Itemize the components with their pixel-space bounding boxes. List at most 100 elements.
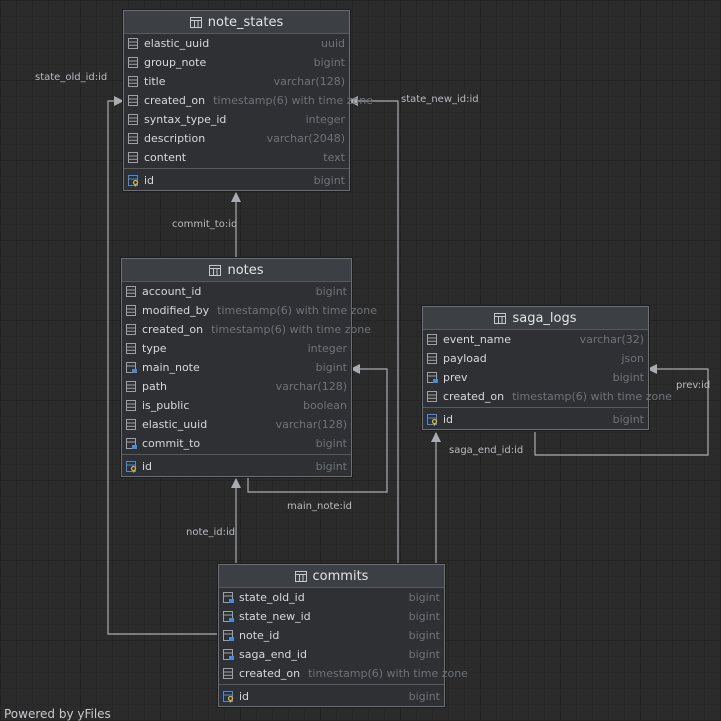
edge-state-old <box>107 96 218 635</box>
column-type: bigint <box>313 174 345 187</box>
column-type: timestamp(6) with time zone <box>213 94 373 107</box>
key-divider <box>423 407 648 408</box>
edge-label-note-id: note_id:id <box>186 527 236 538</box>
edge-prev <box>534 364 709 456</box>
foreign-key-icon <box>222 629 235 642</box>
column-name: created_on <box>443 390 505 403</box>
edge-label-commit-to: commit_to:id <box>172 219 238 230</box>
column-icon <box>127 37 140 50</box>
column-icon <box>125 323 138 336</box>
column-type: text <box>323 151 345 164</box>
table-header[interactable]: saga_logs <box>423 307 648 330</box>
column-name: modified_by <box>142 304 210 317</box>
table-name: commits <box>312 568 369 584</box>
key-divider <box>219 684 444 685</box>
column-name: state_new_id <box>239 610 311 623</box>
primary-key-icon <box>125 460 138 473</box>
column-row[interactable]: created_on timestamp(6) with time zone <box>423 387 672 406</box>
column-type: json <box>621 352 645 365</box>
column-name: type <box>142 342 167 355</box>
column-icon <box>426 333 439 346</box>
table-icon <box>209 264 222 276</box>
column-type: integer <box>305 113 345 126</box>
column-type: bigint <box>315 361 347 374</box>
column-name: created_on <box>144 94 206 107</box>
column-icon <box>125 342 138 355</box>
column-type: bigint <box>408 690 440 703</box>
column-row[interactable]: saga_end_id bigint <box>219 645 444 664</box>
foreign-key-icon <box>125 361 138 374</box>
column-icon <box>127 56 140 69</box>
column-row[interactable]: payload json <box>423 349 648 368</box>
column-row[interactable]: modified_by timestamp(6) with time zone <box>122 301 377 320</box>
watermark: Powered by yFiles <box>4 707 111 721</box>
table-header[interactable]: commits <box>219 565 444 588</box>
column-type: timestamp(6) with time zone <box>217 304 377 317</box>
edge-main-note <box>247 364 388 493</box>
table-icon <box>294 570 307 582</box>
column-type: bigint <box>612 413 644 426</box>
column-type: bigint <box>315 437 347 450</box>
column-row[interactable]: type integer <box>122 339 351 358</box>
column-type: timestamp(6) with time zone <box>512 390 672 403</box>
table-icon <box>189 16 202 28</box>
column-icon <box>222 667 235 680</box>
column-type: bigint <box>408 591 440 604</box>
edge-label-state-new: state_new_id:id <box>401 94 479 105</box>
column-icon <box>127 113 140 126</box>
primary-key-icon <box>127 174 140 187</box>
column-name: id <box>144 174 155 187</box>
column-name: payload <box>443 352 487 365</box>
table-name: saga_logs <box>512 310 577 326</box>
edge-label-saga-end: saga_end_id:id <box>449 445 524 456</box>
column-name: elastic_uuid <box>144 37 210 50</box>
column-type: integer <box>307 342 347 355</box>
foreign-key-icon <box>222 610 235 623</box>
column-type: bigint <box>408 648 440 661</box>
column-row[interactable]: created_on timestamp(6) with time zone <box>124 91 373 110</box>
column-name: main_note <box>142 361 200 374</box>
column-icon <box>125 418 138 431</box>
column-row[interactable]: id bigint <box>124 171 349 190</box>
column-icon <box>127 75 140 88</box>
column-icon <box>127 151 140 164</box>
foreign-key-icon <box>222 648 235 661</box>
edge-label-state-old: state_old_id:id <box>35 72 108 83</box>
column-name: saga_end_id <box>239 648 307 661</box>
column-row[interactable]: main_note bigint <box>122 358 351 377</box>
table-header[interactable]: notes <box>122 259 351 282</box>
column-icon <box>125 399 138 412</box>
table-header[interactable]: note_states <box>124 11 349 34</box>
column-type: bigint <box>313 56 345 69</box>
column-name: account_id <box>142 285 202 298</box>
column-type: timestamp(6) with time zone <box>308 667 468 680</box>
foreign-key-icon <box>426 371 439 384</box>
column-icon <box>426 352 439 365</box>
